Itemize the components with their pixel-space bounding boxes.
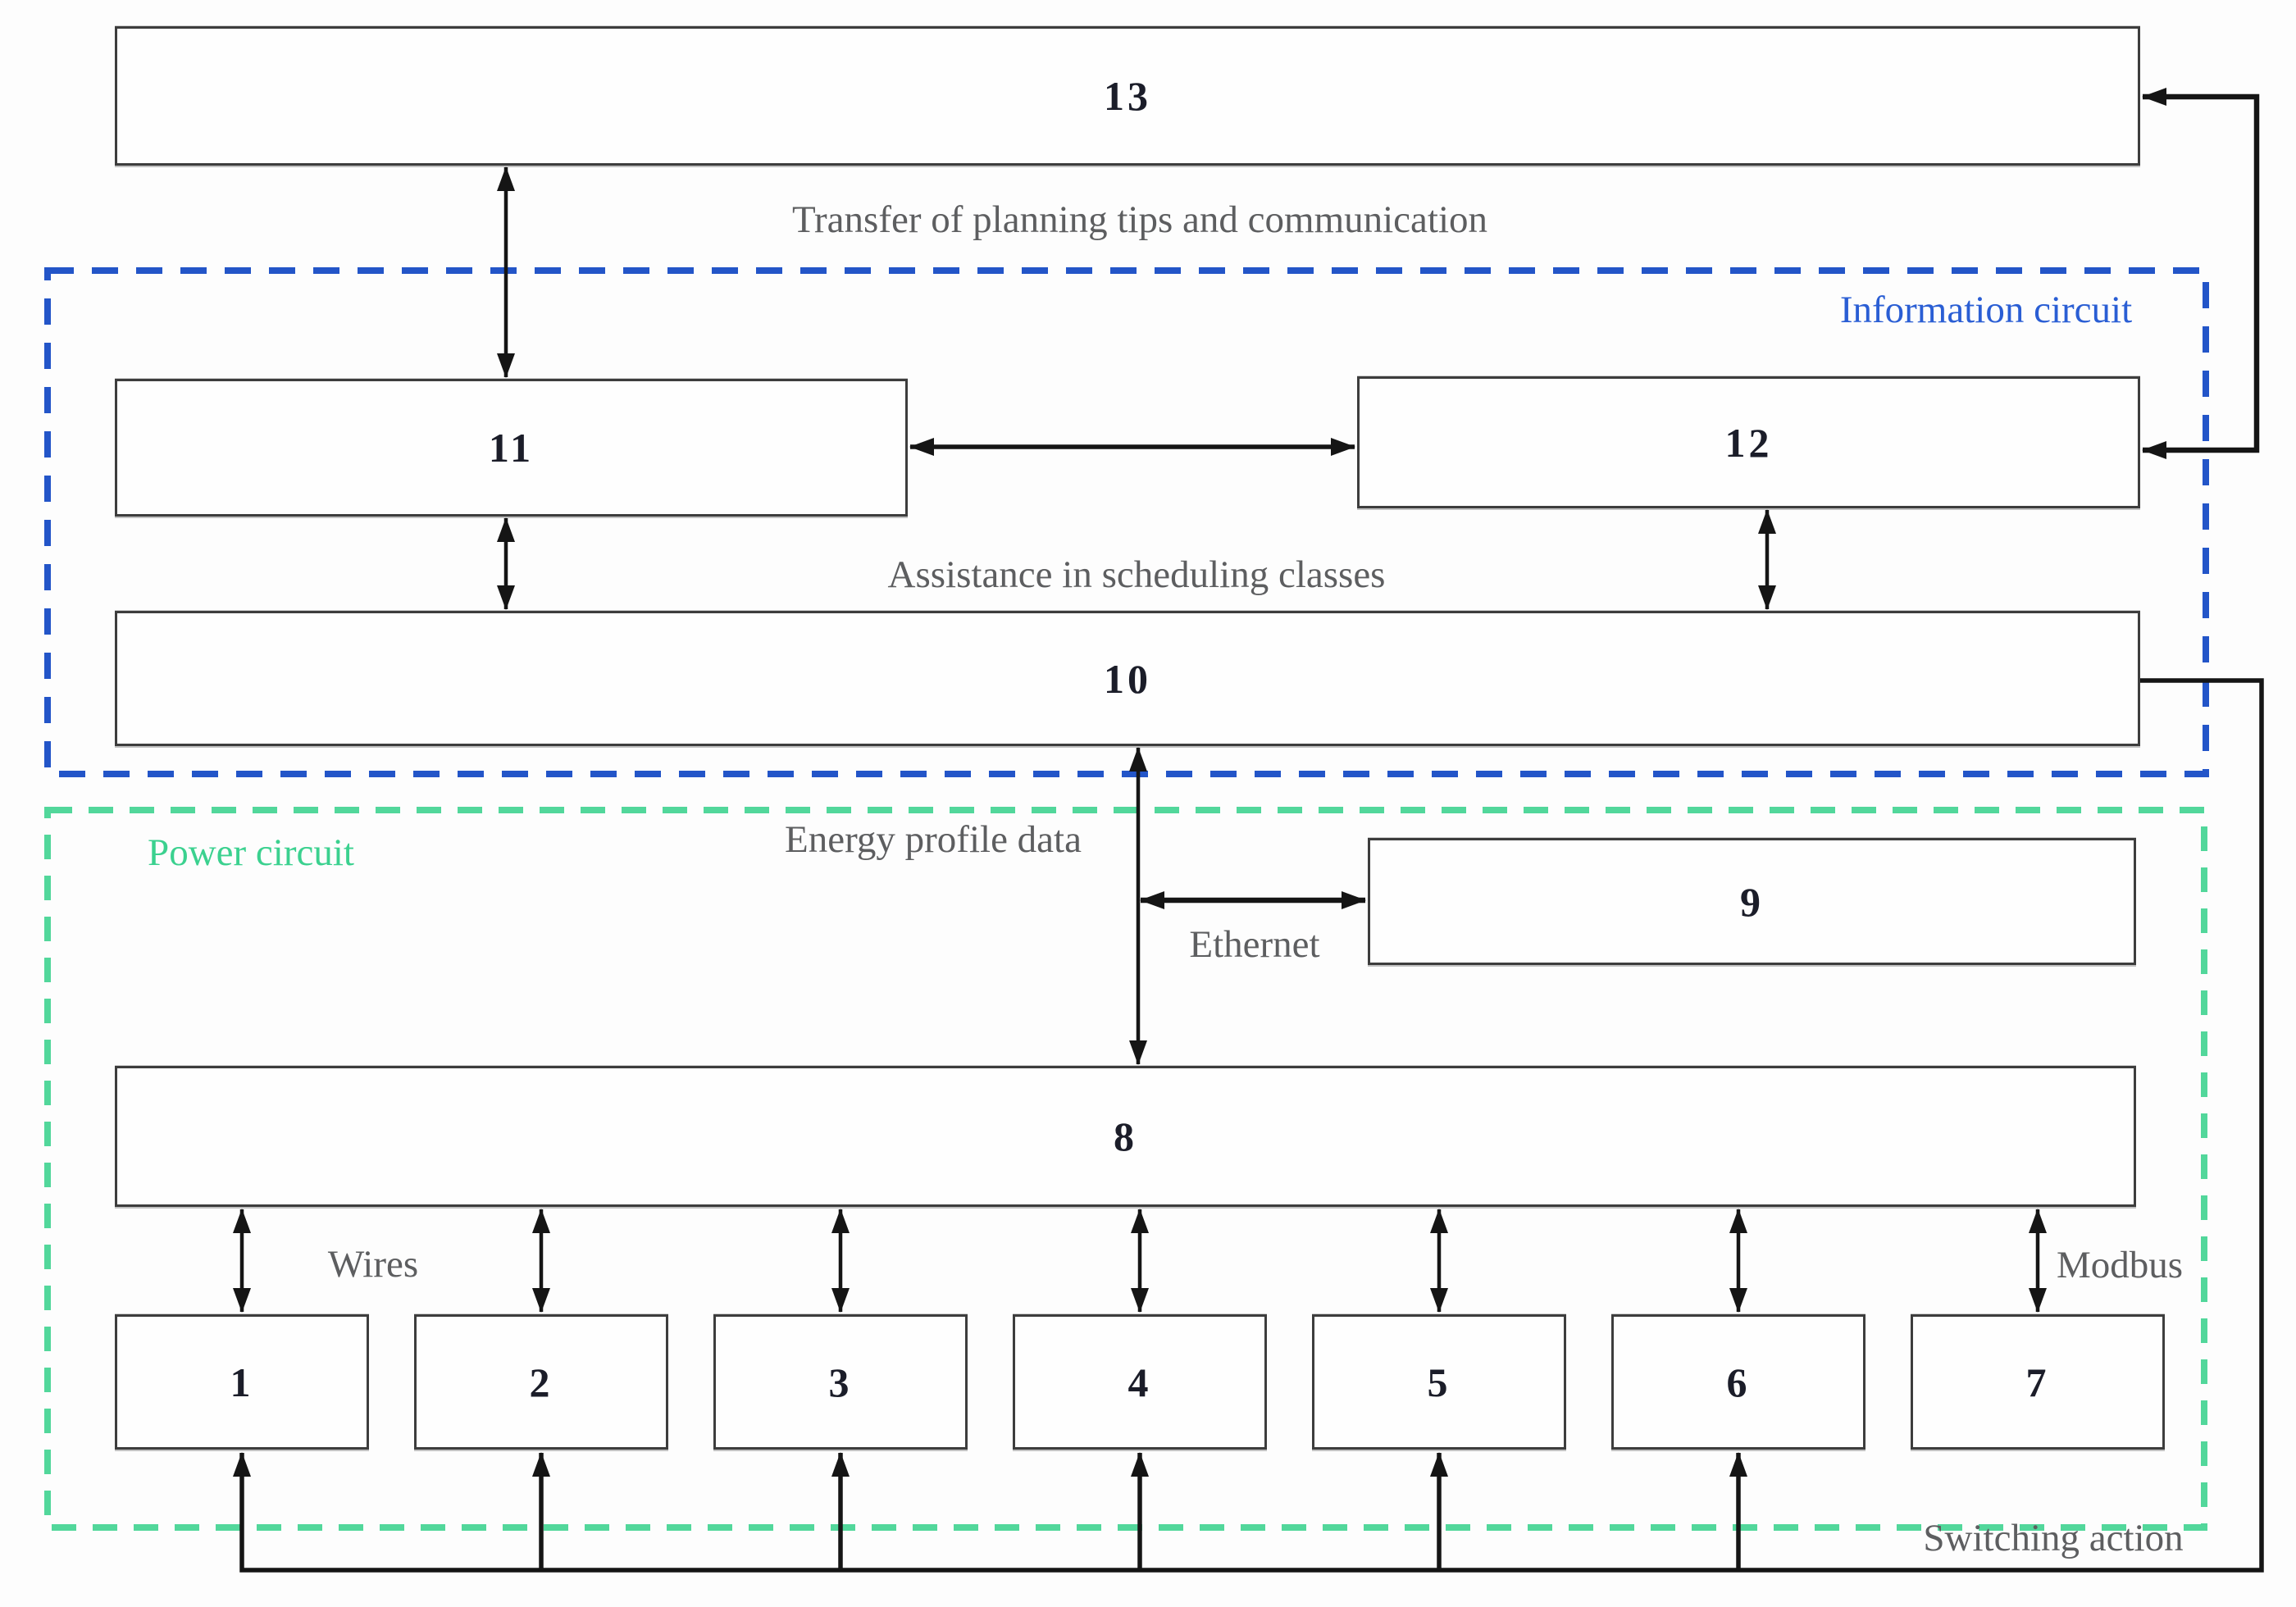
- label-ethernet: Ethernet: [1189, 923, 1320, 966]
- node-7: 7: [1911, 1314, 2165, 1450]
- arrow-loop-13-12: [2142, 88, 2260, 459]
- switching-action-path: [233, 678, 2264, 1573]
- label-modbus: Modbus: [2056, 1244, 2184, 1286]
- node-1: 1: [115, 1314, 369, 1450]
- label-switching-action: Switching action: [1923, 1517, 2184, 1559]
- node-12: 12: [1357, 376, 2140, 508]
- label-transfer-of-planning-tips: Transfer of planning tips and communicat…: [791, 198, 1488, 241]
- node-4: 4: [1013, 1314, 1267, 1450]
- label-wires: Wires: [327, 1243, 419, 1286]
- power-circuit-border: [44, 807, 2207, 1531]
- information-circuit-border: [44, 267, 2209, 777]
- node-9: 9: [1368, 838, 2136, 965]
- node-13: 13: [115, 26, 2140, 166]
- node-5: 5: [1312, 1314, 1566, 1450]
- node-10: 10: [115, 611, 2140, 746]
- node-6: 6: [1611, 1314, 1866, 1450]
- label-information-circuit: Information circuit: [1839, 289, 2133, 331]
- label-energy-profile-data: Energy profile data: [785, 818, 1082, 861]
- node-11: 11: [115, 379, 908, 517]
- node-2: 2: [414, 1314, 668, 1450]
- label-power-circuit: Power circuit: [148, 831, 354, 874]
- node-8: 8: [115, 1066, 2136, 1207]
- label-assistance-in-scheduling: Assistance in scheduling classes: [887, 553, 1386, 596]
- node-3: 3: [713, 1314, 968, 1450]
